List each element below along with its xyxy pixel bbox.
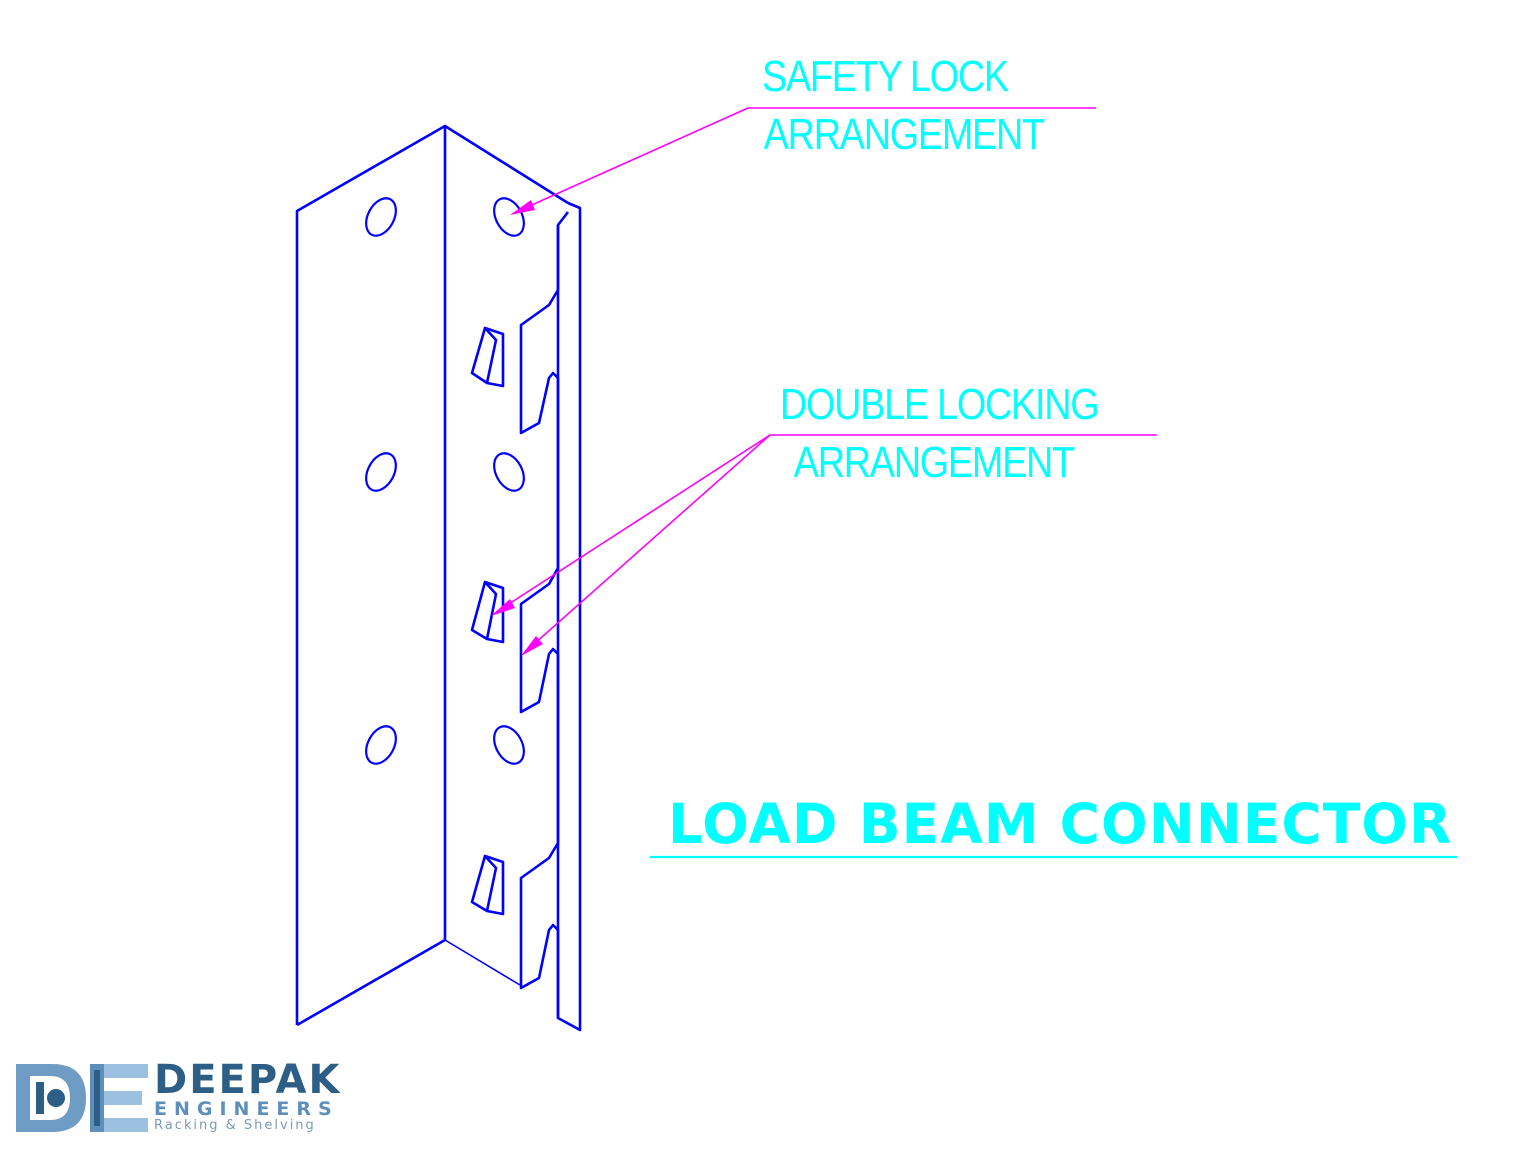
locking-tab-1	[470, 326, 505, 388]
logo-subname: ENGINEERS	[154, 1098, 339, 1120]
company-logo: DEEPAK ENGINEERS Racking & Shelving	[14, 1058, 354, 1134]
hole-left-1	[365, 197, 397, 237]
safety-lock-line2: ARRANGEMENT	[763, 110, 1045, 159]
safety-lock-line1: SAFETY LOCK	[762, 52, 1009, 101]
double-lock-leader-1	[494, 434, 771, 614]
safety-lock-callout: SAFETY LOCK ARRANGEMENT	[762, 48, 1045, 164]
upright-column	[295, 124, 582, 1032]
logo-name: DEEPAK	[154, 1057, 342, 1103]
hole-right-3	[493, 725, 525, 765]
locking-tab-3	[470, 854, 505, 916]
hole-left-3	[365, 725, 397, 765]
column-bottom-edge	[444, 939, 521, 986]
double-lock-arrowhead-1	[491, 599, 515, 616]
leader-lines	[491, 107, 1157, 656]
double-lock-line1: DOUBLE LOCKING	[780, 380, 1100, 429]
slot-profile-path	[519, 225, 560, 1018]
diagram-title: LOAD BEAM CONNECTOR	[668, 792, 1453, 856]
double-lock-leader-2	[524, 434, 771, 653]
locking-tab-2	[470, 580, 505, 644]
safety-lock-arrowhead	[510, 200, 535, 215]
column-left-face	[295, 124, 447, 1027]
logo-tagline: Racking & Shelving	[154, 1118, 316, 1133]
hole-right-1	[493, 197, 525, 237]
hole-right-2	[493, 452, 525, 492]
double-lock-line2: ARRANGEMENT	[793, 438, 1075, 487]
right-face-holes	[493, 197, 525, 765]
logo-letter-e	[90, 1064, 148, 1132]
safety-lock-leader	[513, 107, 749, 214]
double-lock-callout: DOUBLE LOCKING ARRANGEMENT	[780, 376, 1100, 492]
logo-mark	[16, 1064, 148, 1132]
locking-tabs	[470, 326, 505, 916]
column-return-flange	[556, 201, 582, 1032]
left-face-holes	[365, 197, 397, 765]
column-top-edge	[444, 124, 569, 205]
slot-profile	[519, 225, 560, 1018]
hole-left-2	[365, 452, 397, 492]
double-lock-arrowhead-2	[521, 636, 543, 656]
